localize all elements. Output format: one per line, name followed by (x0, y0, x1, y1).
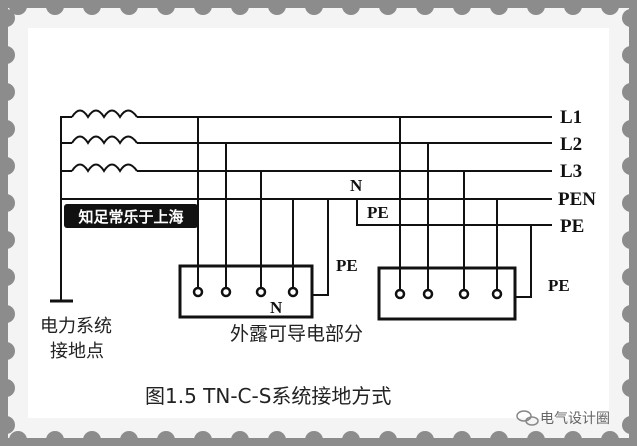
label-pe-right: PE (548, 276, 570, 295)
perforation (83, 0, 101, 15)
caption: 图1.5 TN-C-S系统接地方式 (145, 384, 391, 408)
label-pe-branch: PE (367, 203, 389, 222)
perforation (601, 0, 619, 15)
perforation (0, 46, 15, 64)
perforation (453, 0, 471, 15)
perforation (622, 9, 637, 27)
perforation (527, 0, 545, 15)
perforation (416, 431, 434, 446)
watermark: 电气设计圈 (540, 411, 610, 427)
perforation (527, 431, 545, 446)
perforation (0, 9, 15, 27)
perforation (622, 231, 637, 249)
perforation (120, 0, 138, 15)
equipment-label: 外露可导电部分 (230, 323, 363, 345)
stamp-label-bg (64, 204, 198, 228)
label-pe-left: PE (336, 256, 358, 275)
ground-label-line2: 接地点 (50, 341, 104, 362)
feeders-right (399, 117, 498, 290)
label-pe: PE (560, 216, 584, 237)
perforation (46, 431, 64, 446)
perforation (231, 431, 249, 446)
perforation (157, 0, 175, 15)
perforation (622, 342, 637, 360)
perforation (268, 0, 286, 15)
perforation (622, 268, 637, 286)
equipment-box-right (377, 266, 517, 321)
perforation (0, 194, 15, 212)
label-l3: L3 (560, 161, 582, 182)
ground-label-line1: 电力系统 (40, 316, 112, 337)
perforation (157, 431, 175, 446)
perforation (564, 0, 582, 15)
bus-pe (356, 199, 552, 226)
terminals (192, 286, 503, 300)
perforation (564, 431, 582, 446)
perforation (231, 0, 249, 15)
perforation (379, 431, 397, 446)
perforation (268, 431, 286, 446)
perforation (194, 0, 212, 15)
pe-wire-left (312, 199, 329, 296)
perforation (0, 120, 15, 138)
perforation (9, 0, 27, 15)
transformer-coils (71, 109, 138, 173)
perforation (0, 231, 15, 249)
neutral-ground-wire (60, 116, 72, 300)
perforation (622, 194, 637, 212)
perforation (0, 342, 15, 360)
feeders-left (197, 117, 294, 288)
perforation (416, 0, 434, 15)
perforation (0, 416, 15, 434)
perforation (305, 431, 323, 446)
perforation (622, 120, 637, 138)
perforation (342, 431, 360, 446)
perforation (9, 431, 27, 446)
perforation (622, 379, 637, 397)
perforation (83, 431, 101, 446)
perforation (490, 0, 508, 15)
pe-wire-right (515, 225, 532, 298)
equipment-box-left (178, 264, 314, 319)
label-n-box: N (270, 298, 283, 317)
perforation (622, 83, 637, 101)
perforation (601, 431, 619, 446)
perforation (342, 0, 360, 15)
perforation (622, 305, 637, 323)
perforation (46, 0, 64, 15)
perforation (194, 431, 212, 446)
perforation (622, 157, 637, 175)
perforation (305, 0, 323, 15)
perforation (0, 305, 15, 323)
perforation (453, 431, 471, 446)
perforation (622, 46, 637, 64)
label-pen: PEN (558, 189, 596, 210)
label-l2: L2 (560, 134, 582, 155)
perforation (0, 83, 15, 101)
perforation (379, 0, 397, 15)
label-n-bus: N (350, 176, 363, 195)
perforation (120, 431, 138, 446)
perforation (0, 268, 15, 286)
perforation (0, 157, 15, 175)
perforation (490, 431, 508, 446)
wechat-icon (516, 410, 539, 426)
perforation (0, 379, 15, 397)
stamp-label: 知足常乐于上海 (78, 208, 183, 226)
perforation (622, 416, 637, 434)
label-l1: L1 (560, 107, 582, 128)
